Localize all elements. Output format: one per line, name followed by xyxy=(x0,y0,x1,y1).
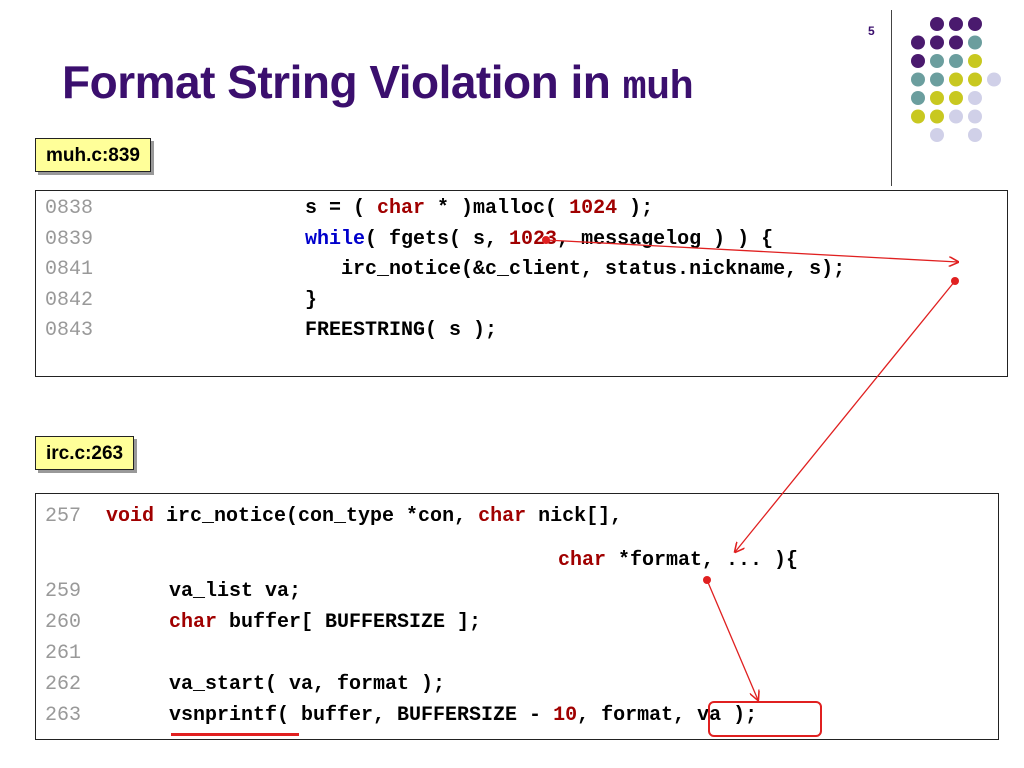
decorative-dot xyxy=(949,91,963,105)
decorative-dot xyxy=(930,109,944,124)
line-number: 0843 xyxy=(45,319,94,342)
code-token: , messagelog ) ) { xyxy=(557,227,774,251)
code-token: } xyxy=(305,288,318,312)
code-token: * )malloc( xyxy=(425,197,570,220)
slide-title-code: muh xyxy=(622,66,694,111)
decorative-dot xyxy=(911,109,925,124)
decorative-dot xyxy=(930,72,944,87)
decorative-dot xyxy=(949,54,963,68)
line-number: 260 xyxy=(45,611,82,634)
code-line: s = ( char * )malloc( 1024 ); xyxy=(305,199,653,219)
decorative-dot xyxy=(968,54,982,68)
line-number: 257 xyxy=(45,505,82,528)
code-line: vsnprintf( buffer, BUFFERSIZE - 10, form… xyxy=(169,706,757,726)
file-label-irc: irc.c:263 xyxy=(35,436,135,470)
code-keyword: char xyxy=(478,505,527,528)
code-keyword: char xyxy=(377,197,426,220)
decorative-dot xyxy=(987,72,1001,87)
code-line: char buffer[ BUFFERSIZE ]; xyxy=(169,613,481,633)
decorative-dot xyxy=(968,17,982,31)
decorative-dot xyxy=(968,35,982,50)
code-keyword: while xyxy=(305,227,366,251)
decorative-dot xyxy=(911,72,925,87)
line-number: 0838 xyxy=(45,197,94,220)
decorative-dot xyxy=(949,109,963,124)
format-highlight-box xyxy=(708,701,822,737)
code-keyword: 1023 xyxy=(509,227,558,251)
code-token: irc_notice(con_type *con, xyxy=(154,505,479,528)
file-label-muh: muh.c:839 xyxy=(35,138,151,172)
decorative-dot xyxy=(968,91,982,105)
slide-number: 5 xyxy=(868,24,875,38)
code-keyword: 10 xyxy=(553,704,578,727)
line-number: 0842 xyxy=(45,288,94,312)
code-keyword: char xyxy=(169,611,218,634)
code-block-irc: 257 void irc_notice(con_type *con, char n… xyxy=(35,493,999,740)
decorative-dot xyxy=(968,128,982,142)
code-token: s = ( xyxy=(305,197,378,220)
code-line: void irc_notice(con_type *con, char nick… xyxy=(106,507,622,527)
code-line: va_list va; xyxy=(169,582,301,602)
line-number: 261 xyxy=(45,642,82,665)
code-keyword: 1024 xyxy=(569,197,618,220)
line-number: 0841 xyxy=(45,258,94,281)
code-line: char *format, ... ){ xyxy=(558,551,798,571)
line-number: 262 xyxy=(45,673,82,696)
line-number: 259 xyxy=(45,580,82,603)
code-line: va_start( va, format ); xyxy=(169,675,445,695)
decorative-dot xyxy=(968,72,982,87)
decorative-dot xyxy=(968,109,982,124)
decorative-dot xyxy=(911,91,925,105)
code-token: va_start( va, format ); xyxy=(169,673,446,696)
slide-title-text: Format String Violation in xyxy=(62,56,623,108)
code-keyword: void xyxy=(106,505,155,528)
code-line: FREESTRING( s ); xyxy=(305,321,497,341)
code-token: buffer[ BUFFERSIZE ]; xyxy=(217,611,482,634)
code-token: ( fgets( s, xyxy=(365,227,510,251)
decorative-dot xyxy=(949,17,963,31)
code-token: FREESTRING( s ); xyxy=(305,319,498,342)
decorative-dot xyxy=(949,72,963,87)
vsnprintf-underline xyxy=(171,733,299,736)
code-token: nick[], xyxy=(526,505,623,528)
code-line: irc_notice(&c_client, status.nickname, s… xyxy=(305,260,845,280)
line-number: 263 xyxy=(45,704,82,727)
decorative-dot xyxy=(949,35,963,50)
code-token: ); xyxy=(617,197,654,220)
code-token: va_list va; xyxy=(169,580,302,603)
decorative-divider xyxy=(891,10,892,186)
code-token: *format, ... ){ xyxy=(606,549,799,572)
decorative-dot xyxy=(930,35,944,50)
decorative-dot xyxy=(930,128,944,142)
decorative-dot-grid xyxy=(911,17,1001,142)
line-number: 0839 xyxy=(45,227,94,251)
decorative-dot xyxy=(930,17,944,31)
code-line: while( fgets( s, 1023, messagelog ) ) { xyxy=(305,227,774,251)
decorative-dot xyxy=(911,54,925,68)
code-block-muh: 0838 s = ( char * )malloc( 1024 ); 0839 whi… xyxy=(35,190,1008,377)
code-keyword: char xyxy=(558,549,607,572)
code-line: } xyxy=(305,288,318,312)
decorative-dot xyxy=(930,54,944,68)
decorative-dot xyxy=(930,91,944,105)
code-token: vsnprintf( buffer, BUFFERSIZE - xyxy=(169,704,554,727)
slide-title: Format String Violation in muh xyxy=(62,55,694,111)
code-token: irc_notice(&c_client, status.nickname, s… xyxy=(305,258,846,281)
decorative-dot xyxy=(911,35,925,50)
